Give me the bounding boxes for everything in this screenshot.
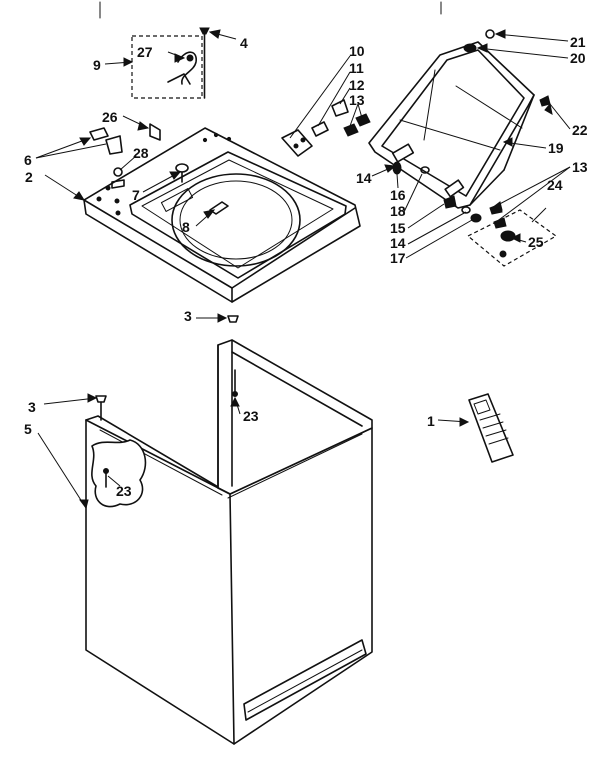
callout-19: 19 [548, 140, 564, 156]
callout-15: 15 [390, 220, 406, 236]
callout-21: 21 [570, 34, 586, 50]
arrowheads [73, 29, 553, 510]
callout-11: 11 [349, 60, 364, 76]
callout-1: 1 [427, 413, 435, 429]
callout-12: 12 [349, 77, 365, 93]
callout-23-right: 23 [243, 408, 259, 424]
callout-6: 6 [24, 152, 32, 168]
callout-18: 18 [390, 203, 406, 219]
callout-23-left: 23 [116, 483, 132, 499]
scan-edge-marks [99, 1, 442, 19]
callout-28: 28 [133, 145, 149, 161]
callout-labels: 2 6 9 27 4 26 28 7 8 10 11 12 13 14 16 1… [24, 34, 588, 499]
callout-5: 5 [24, 421, 32, 437]
callout-24: 24 [547, 177, 563, 193]
callout-13-left: 13 [349, 92, 365, 108]
leader-lines [35, 31, 571, 509]
callout-27: 27 [137, 44, 153, 60]
callout-25: 25 [528, 234, 544, 250]
callout-8: 8 [182, 219, 190, 235]
callout-3-left: 3 [28, 399, 36, 415]
callout-7: 7 [132, 187, 140, 203]
callout-2: 2 [25, 169, 33, 185]
small-parts [89, 27, 558, 421]
instruction-label-card [468, 393, 514, 463]
callout-22: 22 [572, 122, 588, 138]
cabinet [85, 339, 373, 745]
callout-20: 20 [570, 50, 586, 66]
top-cover-assembly [83, 127, 361, 303]
callout-3-top: 3 [184, 308, 192, 324]
callout-10: 10 [349, 43, 365, 59]
callout-13-right: 13 [572, 159, 588, 175]
callout-14-lower: 14 [390, 235, 406, 251]
callout-17: 17 [390, 250, 406, 266]
callout-14-upper: 14 [356, 170, 372, 186]
callout-26: 26 [102, 109, 118, 125]
lid-assembly [368, 41, 535, 209]
callout-9: 9 [93, 57, 101, 73]
callout-16: 16 [390, 187, 406, 203]
callout-4: 4 [240, 35, 248, 51]
